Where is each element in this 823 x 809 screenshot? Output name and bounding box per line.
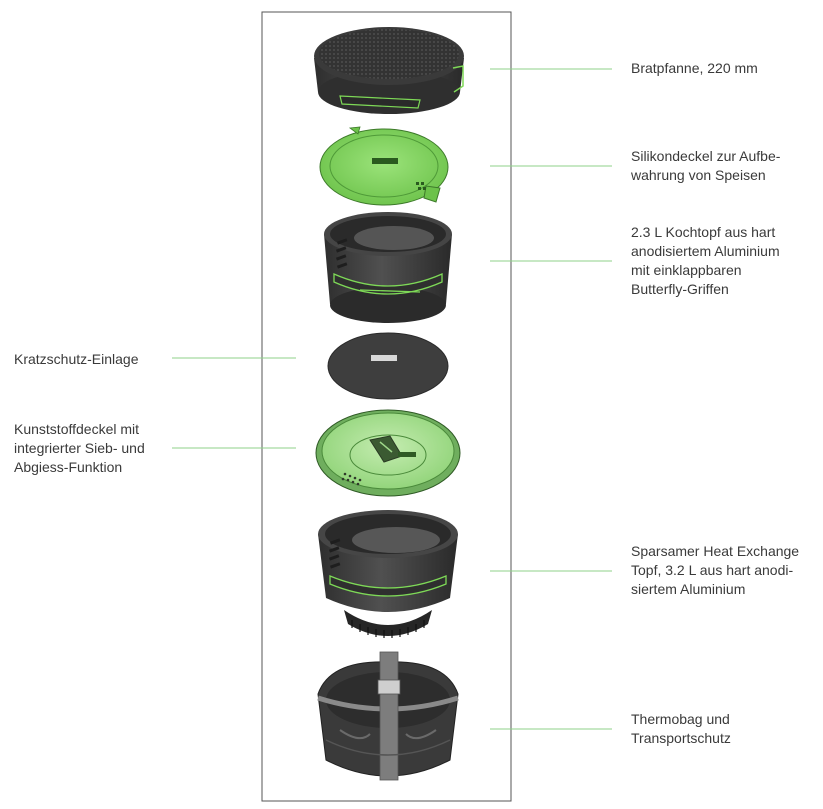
- pot-large-illustration: [318, 510, 458, 638]
- label-pot-large: Sparsamer Heat Exchange Topf, 3.2 L aus …: [631, 543, 800, 597]
- brand-mark-lid: [372, 158, 398, 164]
- label-silicone-lid: Silikondeckel zur Aufbe- wahrung von Spe…: [631, 148, 781, 183]
- label-thermobag: Thermobag und Transportschutz: [631, 711, 731, 746]
- thermobag-illustration: [317, 651, 459, 781]
- label-pan: Bratpfanne, 220 mm: [631, 60, 758, 76]
- plastic-lid-illustration: [315, 409, 461, 497]
- label-plastic-lid: Kunststoffdeckel mit integrierter Sieb- …: [14, 421, 145, 475]
- leader-lines: [172, 68, 612, 730]
- brand-mark-insert: [371, 355, 397, 361]
- frying-pan-illustration: [314, 27, 464, 114]
- scratch-insert-illustration: [327, 332, 449, 400]
- silicone-lid-illustration: [319, 126, 449, 206]
- label-scratch-insert: Kratzschutz-Einlage: [14, 351, 139, 367]
- label-pot-small: 2.3 L Kochtopf aus hart anodisiertem Alu…: [631, 224, 780, 297]
- pot-small-illustration: [324, 212, 452, 323]
- diagram-frame: [261, 11, 512, 802]
